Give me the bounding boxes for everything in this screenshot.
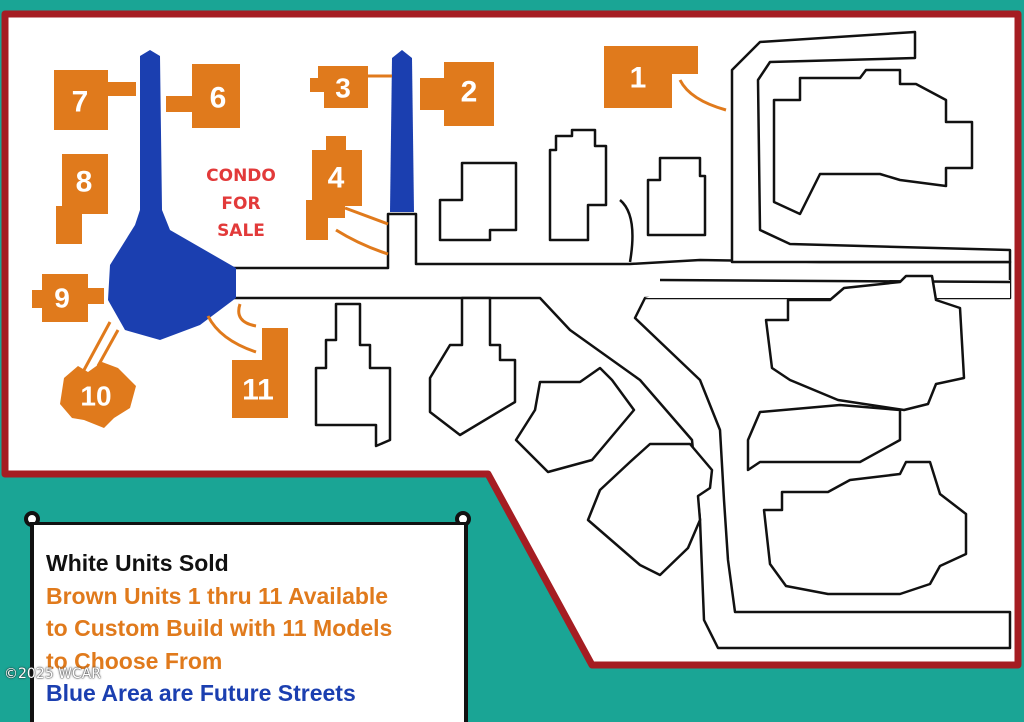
unit-label-4: 4 [328,162,345,195]
legend-future-streets: Blue Area are Future Streets [46,680,356,706]
sold-unit [314,302,392,448]
sold-unit [428,296,517,437]
available-units [32,46,727,428]
unit-label-1: 1 [630,62,647,95]
legend: White Units Sold Brown Units 1 thru 11 A… [30,522,468,722]
unit-lot-4 [306,136,389,256]
unit-lot-8 [56,154,108,244]
unit-label-7: 7 [72,86,89,119]
sold-unit [762,460,968,596]
legend-available-line-2: to Custom Build with 11 Models [46,615,393,641]
unit-label-6: 6 [210,82,227,115]
unit-label-10: 10 [80,381,111,412]
condo-note-line-1: CONDO [206,166,276,186]
condo-note-line-2: FOR [221,194,260,214]
future-street [390,50,414,212]
site-boundary [1,10,1022,669]
sold-unit [586,442,714,577]
unit-lot-6 [166,64,240,128]
unit-lot-9 [32,274,104,322]
site-plan-map: 1 2 3 4 6 7 8 9 10 11 CONDO FOR SALE [1,10,1022,669]
condo-for-sale-note: CONDO FOR SALE [206,166,276,241]
sold-unit [772,68,974,216]
unit-label-9: 9 [54,283,70,314]
sold-unit [764,274,966,412]
unit-label-8: 8 [76,166,93,199]
unit-lot-3 [310,66,392,108]
unit-label-2: 2 [461,76,478,109]
legend-available-line-3: to Choose From [46,647,223,674]
unit-lot-1 [604,46,727,112]
legend-available-line-1: Brown Units 1 thru 11 Available [46,582,389,609]
unit-labels: 1 2 3 4 6 7 8 9 10 11 [54,62,646,412]
unit-lot-10 [60,321,136,428]
future-streets [108,50,414,340]
sold-unit [619,199,634,263]
unit-lot-7 [54,70,136,130]
unit-lot-2 [420,62,494,126]
sold-unit [646,156,707,237]
unit-label-3: 3 [335,73,351,104]
condo-note-line-3: SALE [217,221,265,241]
sold-unit [514,366,636,474]
sold-units [314,68,974,596]
unit-lot-11 [206,303,288,418]
sold-unit [548,128,608,242]
future-street [108,50,236,340]
unit-label-11: 11 [242,374,274,407]
legend-sold: White Units Sold [46,550,229,576]
sold-unit [438,161,518,242]
copyright-watermark: ©2025 WCAR [4,666,102,682]
